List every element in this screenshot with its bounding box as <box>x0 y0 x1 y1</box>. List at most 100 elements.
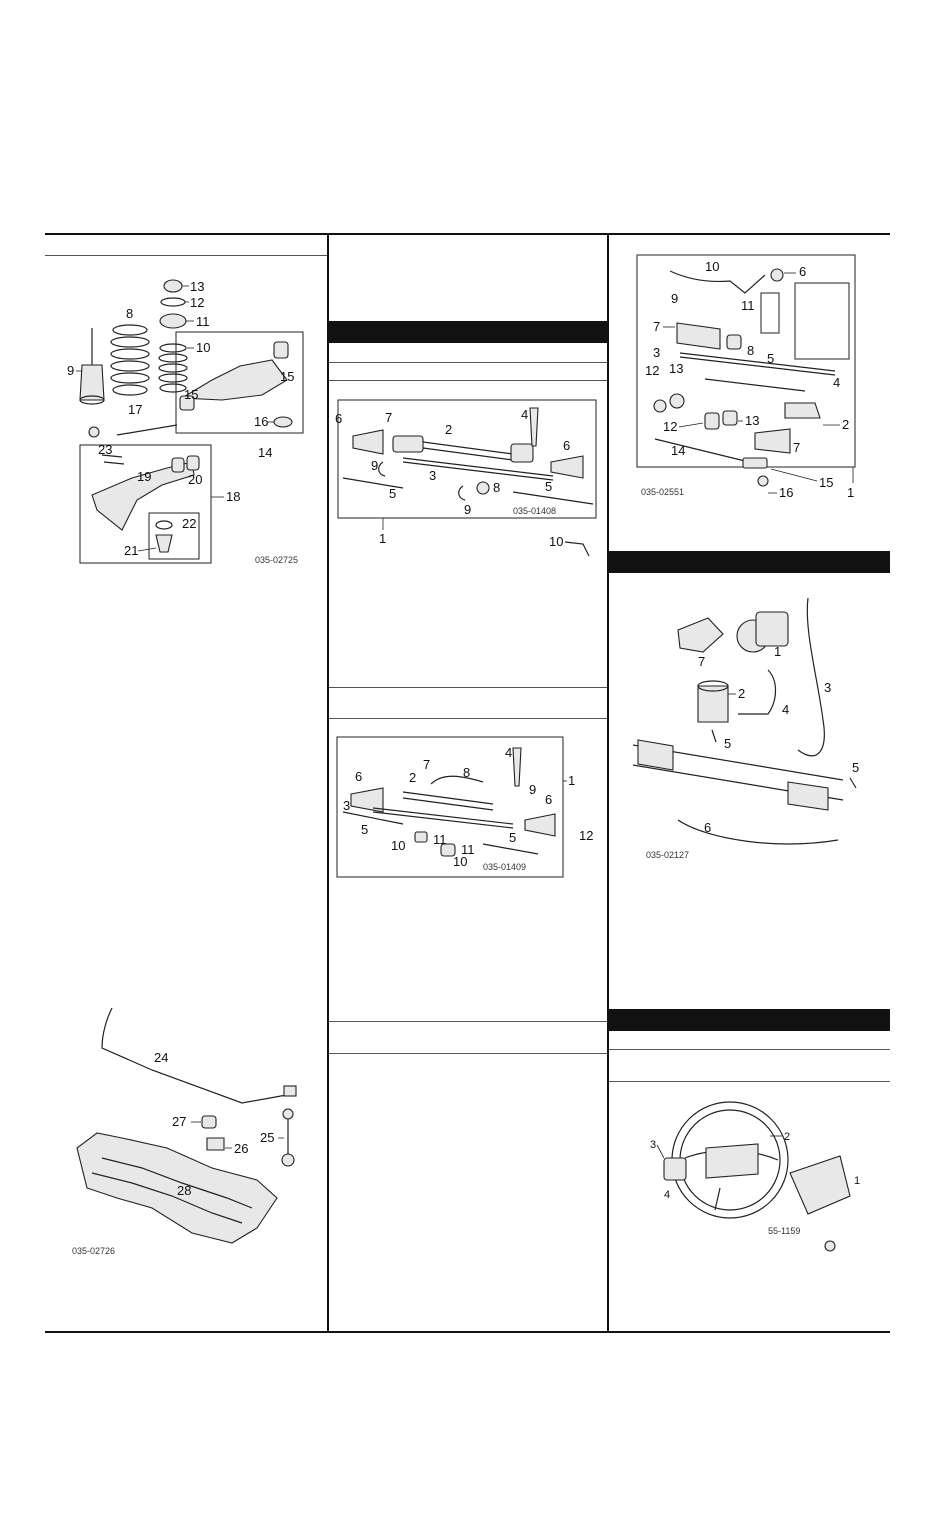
fig4-label-6a: 6 <box>355 769 362 784</box>
fig1-label-11: 11 <box>196 314 210 329</box>
fig4-label-5b: 5 <box>509 830 516 845</box>
fig6-label-1: 1 <box>774 644 781 659</box>
fig2-label-24: 24 <box>154 1050 168 1065</box>
fig4-label-3: 3 <box>343 798 350 813</box>
col2-rule-2 <box>329 380 607 381</box>
fig1-label-23: 23 <box>98 442 112 457</box>
fig1-label-9: 9 <box>67 363 74 378</box>
fig3-label-3: 3 <box>429 468 436 483</box>
fig7-label-3: 3 <box>650 1139 656 1151</box>
column-divider-2 <box>607 233 609 1333</box>
fig6-label-5a: 5 <box>724 736 731 751</box>
fig5-label-15: 15 <box>819 475 833 490</box>
fig4-label-4: 4 <box>505 745 512 760</box>
fig6-label-7: 7 <box>698 654 705 669</box>
col3-rule-1 <box>609 1049 890 1050</box>
fig5-label-3: 3 <box>653 345 660 360</box>
fig6-label-5b: 5 <box>852 760 859 775</box>
fig5-label-7b: 7 <box>793 440 800 455</box>
fig5-label-6: 6 <box>799 264 806 279</box>
col2-section-bar <box>329 321 607 343</box>
fig1-label-15a: 15 <box>280 369 294 384</box>
fig5-label-14: 14 <box>671 443 685 458</box>
fig5-label-11: 11 <box>741 298 755 313</box>
fig1-label-8: 8 <box>126 306 133 321</box>
figure-steering-rack-a: 6 7 2 4 9 3 6 5 9 8 5 035-01408 1 10 <box>333 396 603 571</box>
fig4-label-8: 8 <box>463 765 470 780</box>
fig2-caption: 035-02726 <box>72 1246 115 1256</box>
fig7-label-2: 2 <box>784 1131 790 1143</box>
fig4-label-5a: 5 <box>361 822 368 837</box>
fig2-label-27: 27 <box>172 1114 186 1129</box>
fig4-label-2: 2 <box>409 770 416 785</box>
col3-section-bar-1 <box>609 551 890 573</box>
fig3-label-7: 7 <box>385 410 392 425</box>
fig3-label-2: 2 <box>445 422 452 437</box>
fig6-label-4: 4 <box>782 702 789 717</box>
fig6-label-3: 3 <box>824 680 831 695</box>
fig4-label-11a: 11 <box>433 832 447 847</box>
figure-front-suspension: 13 12 11 8 10 9 17 15 15 16 14 23 19 20 … <box>62 270 312 575</box>
fig1-label-19: 19 <box>137 469 151 484</box>
fig5-label-5: 5 <box>767 351 774 366</box>
fig1-label-14: 14 <box>258 445 272 460</box>
col1-header-rule <box>45 255 327 256</box>
fig2-label-25: 25 <box>260 1130 274 1145</box>
col2-rule-6 <box>329 1053 607 1054</box>
fig4-label-6b: 6 <box>545 792 552 807</box>
fig3-label-9b: 9 <box>464 502 471 517</box>
fig1-label-13: 13 <box>190 279 204 294</box>
col3-section-bar-2 <box>609 1009 890 1031</box>
fig5-caption: 035-02551 <box>641 487 684 497</box>
fig7-caption: 55-1159 <box>768 1226 800 1236</box>
fig3-label-10: 10 <box>549 534 563 549</box>
fig2-label-28: 28 <box>177 1183 191 1198</box>
fig7-label-4: 4 <box>664 1189 670 1201</box>
column-divider-1 <box>327 233 329 1333</box>
figure-steering-rack-b: 6 7 2 8 4 1 9 3 5 10 11 5 6 10 11 12 035… <box>333 732 603 882</box>
fig5-label-2: 2 <box>842 417 849 432</box>
fig5-label-9: 9 <box>671 291 678 306</box>
fig7-label-1: 1 <box>854 1175 860 1187</box>
col2-rule-5 <box>329 1021 607 1022</box>
fig3-label-1: 1 <box>379 531 386 546</box>
fig4-label-12: 12 <box>579 828 593 843</box>
fig1-label-22: 22 <box>182 516 196 531</box>
fig4-label-7: 7 <box>423 757 430 772</box>
fig5-label-16: 16 <box>779 485 793 500</box>
fig5-label-7a: 7 <box>653 319 660 334</box>
col2-rule-3 <box>329 687 607 688</box>
fig4-caption: 035-01409 <box>483 862 526 872</box>
fig3-label-6b: 6 <box>563 438 570 453</box>
fig3-label-6a: 6 <box>335 411 342 426</box>
fig6-label-6: 6 <box>704 820 711 835</box>
fig4-label-11b: 11 <box>461 842 475 857</box>
col2-rule-4 <box>329 718 607 719</box>
fig3-label-5b: 5 <box>545 479 552 494</box>
col2-rule-1 <box>329 362 607 363</box>
figure-steering-rack-c: 10 6 9 11 7 5 8 3 4 12 13 2 12 13 7 14 1… <box>635 253 867 508</box>
fig4-label-10a: 10 <box>391 838 405 853</box>
fig3-caption: 035-01408 <box>513 506 556 516</box>
fig1-label-12: 12 <box>190 295 204 310</box>
fig1-label-20: 20 <box>188 472 202 487</box>
fig5-label-13b: 13 <box>745 413 759 428</box>
fig4-label-1: 1 <box>568 773 575 788</box>
fig3-label-4: 4 <box>521 407 528 422</box>
fig2-label-26: 26 <box>234 1141 248 1156</box>
top-rule <box>45 233 890 235</box>
fig1-label-15b: 15 <box>184 387 198 402</box>
bottom-rule <box>45 1331 890 1333</box>
fig5-label-12a: 12 <box>645 363 659 378</box>
fig4-label-9: 9 <box>529 782 536 797</box>
fig4-label-10b: 10 <box>453 854 467 869</box>
fig1-caption: 035-02725 <box>255 555 298 565</box>
figure-steering-wheel: 3 2 4 1 55-1159 <box>640 1088 870 1258</box>
fig3-label-9a: 9 <box>371 458 378 473</box>
figure-power-steering: 7 1 3 2 4 5 5 6 035-02127 <box>628 590 873 865</box>
fig5-label-13a: 13 <box>669 361 683 376</box>
fig1-label-10: 10 <box>196 340 210 355</box>
fig5-label-1: 1 <box>847 485 854 500</box>
fig1-label-21: 21 <box>124 543 138 558</box>
